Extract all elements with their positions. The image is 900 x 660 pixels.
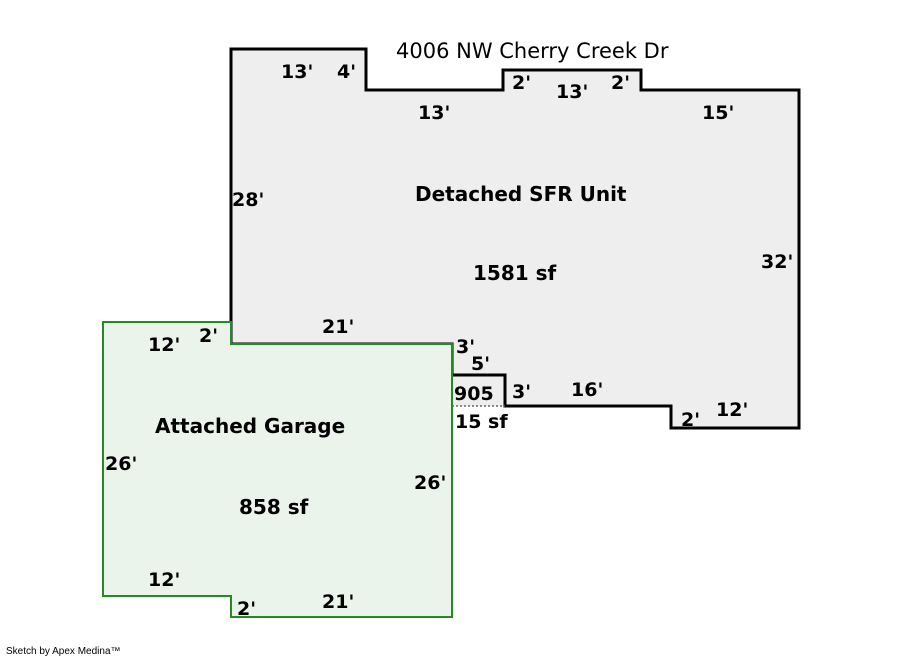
house-dim: 2'	[512, 72, 531, 94]
garage-dim: 2'	[237, 598, 256, 620]
garage-dim: 12'	[148, 569, 180, 591]
garage-name: Attached Garage	[155, 414, 345, 438]
house-dim: 2'	[611, 72, 630, 94]
garage-dim: 21'	[322, 591, 354, 613]
small-area-outline[interactable]	[452, 375, 505, 406]
house-area: 1581 sf	[473, 261, 557, 285]
house-dim: 12'	[716, 399, 748, 421]
house-dim: 13'	[418, 102, 450, 124]
house-dim: 4'	[337, 61, 356, 83]
house-name: Detached SFR Unit	[415, 182, 627, 206]
address-title: 4006 NW Cherry Creek Dr	[396, 39, 669, 63]
house-dim: 28'	[232, 189, 264, 211]
sketch-credit: Sketch by Apex Medina™	[6, 646, 121, 657]
house-dim: 15'	[702, 102, 734, 124]
house-dim: 21'	[322, 316, 354, 338]
small-area-border	[452, 373, 507, 406]
house-dim: 3'	[456, 336, 475, 358]
small-area-area: 15 sf	[455, 411, 508, 433]
garage-dim: 26'	[105, 453, 137, 475]
house-dim: 2'	[681, 409, 700, 431]
house-dim: 5'	[471, 353, 490, 375]
small-area-name: 905	[454, 383, 494, 405]
garage-dim: 26'	[414, 472, 446, 494]
garage-dim: 12'	[148, 334, 180, 356]
house-dim: 3'	[512, 381, 531, 403]
house-dim: 13'	[281, 61, 313, 83]
garage-dim: 2'	[199, 325, 218, 347]
house-dim: 13'	[556, 81, 588, 103]
house-dim: 32'	[761, 251, 793, 273]
house-dim: 16'	[571, 379, 603, 401]
garage-area: 858 sf	[239, 495, 309, 519]
